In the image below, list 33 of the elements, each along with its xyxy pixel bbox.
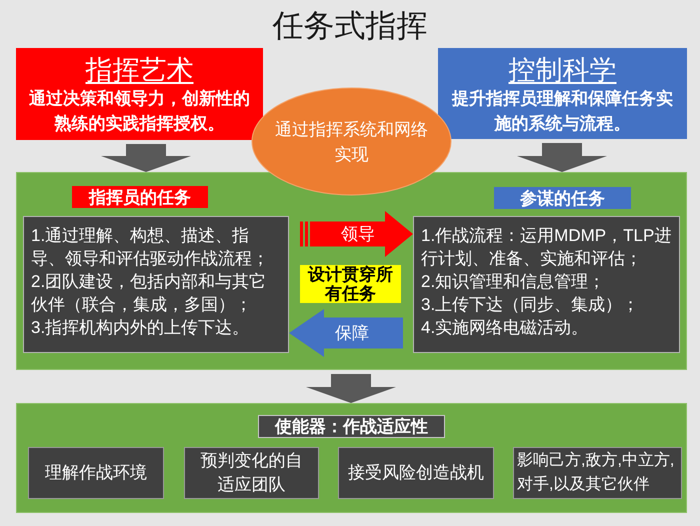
callout-text: 通过指挥系统和网络实现 <box>274 118 429 166</box>
header-card <box>16 48 263 140</box>
text-panel <box>23 216 289 353</box>
section-header: 参谋的任务 <box>494 187 631 209</box>
list-item: 2.知识管理和信息管理； <box>421 271 606 293</box>
block-arrow <box>101 144 191 172</box>
list-item: 1.作战流程：运用MDMP，TLP进行计划、准备、实施和评估； <box>421 225 672 270</box>
section-header: 使能器：作战适应性 <box>258 415 445 438</box>
list-item: 4.实施网络电磁活动。 <box>421 317 590 339</box>
title: 任务式指挥 <box>272 7 428 45</box>
capability-box: 理解作战环境 <box>28 447 164 499</box>
description: 提升指挥员理解和保障任务实施的系统与流程。 <box>450 88 674 135</box>
list-item: 1.通过理解、构想、描述、指导、领导和评估驱动作战流程； <box>31 225 270 270</box>
section-header: 指挥员的任务 <box>72 186 208 208</box>
block-arrow <box>289 309 403 357</box>
capability-box: 影响己方,敌方,中立方,对手,以及其它伙伴 <box>513 447 682 499</box>
header-card <box>438 48 687 139</box>
list-item: 3.指挥机构内外的上传下达。 <box>31 317 250 339</box>
edge-label: 领导 <box>339 224 377 244</box>
heading: 指挥艺术 <box>86 54 194 86</box>
edge-label: 保障 <box>333 322 371 344</box>
list-item: 2.团队建设，包括内部和与其它伙伴（联合，集成，多国）； <box>31 271 268 316</box>
description: 通过决策和领导力，创新性的熟练的实践指挥授权。 <box>28 88 251 135</box>
list-item: 3.上传下达（同步、集成）； <box>421 294 640 316</box>
capability-box: 预判变化的自适应团队 <box>184 447 319 499</box>
text-panel <box>413 216 680 353</box>
block-arrow <box>306 374 396 403</box>
section-panel <box>16 403 687 513</box>
block-arrow <box>517 143 607 172</box>
note-box: 设计贯穿所有任务 <box>300 265 401 303</box>
heading: 控制科学 <box>508 54 616 86</box>
section-panel <box>16 172 687 370</box>
capability-box: 接受风险创造战机 <box>338 447 494 499</box>
